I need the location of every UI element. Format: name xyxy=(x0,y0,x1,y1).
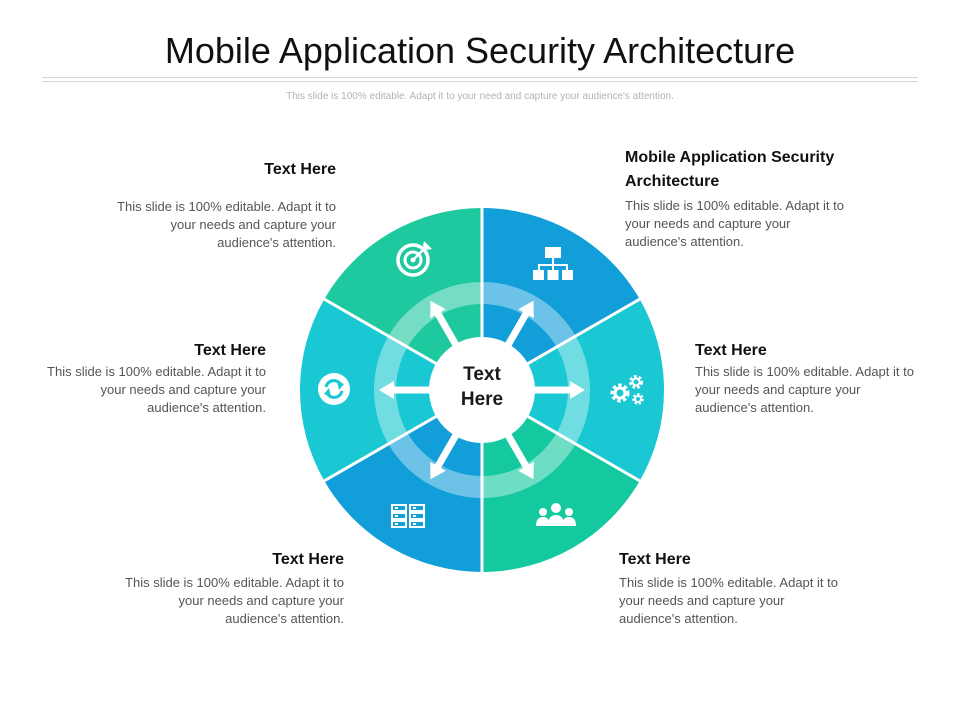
text-block-body: This slide is 100% editable. Adapt it to… xyxy=(625,198,844,249)
center-label: Text Here xyxy=(444,362,520,412)
wheel-segments xyxy=(300,208,664,573)
target-icon xyxy=(396,241,432,277)
text-block-top-right: Mobile Application Security Architecture… xyxy=(625,146,853,251)
text-block-heading: Text Here xyxy=(619,551,691,568)
spoke-arrow xyxy=(379,381,442,399)
wheel-segment xyxy=(482,208,640,390)
spoke-arrow xyxy=(522,381,585,399)
center-label-line1: Text xyxy=(463,364,501,385)
gears-icon xyxy=(610,375,644,405)
page-subtitle: This slide is 100% editable. Adapt it to… xyxy=(286,91,674,102)
text-block-body: This slide is 100% editable. Adapt it to… xyxy=(695,364,914,415)
text-block-body: This slide is 100% editable. Adapt it to… xyxy=(619,575,838,626)
text-block-heading: Text Here xyxy=(695,342,767,359)
text-block-heading: Mobile Application Security Architecture xyxy=(625,149,835,190)
text-block-heading: Text Here xyxy=(194,342,266,359)
servers-icon xyxy=(391,504,425,528)
team-icon xyxy=(536,503,576,526)
text-block-heading: Text Here xyxy=(264,161,336,178)
text-block-mid-left: Text Here This slide is 100% editable. A… xyxy=(36,339,266,417)
text-block-bottom-left: Text Here This slide is 100% editable. A… xyxy=(114,548,344,628)
text-block-heading: Text Here xyxy=(272,551,344,568)
text-block-body: This slide is 100% editable. Adapt it to… xyxy=(47,364,266,415)
hierarchy-icon xyxy=(533,247,573,280)
refresh-icon xyxy=(318,373,350,405)
page-title: Mobile Application Security Architecture xyxy=(164,30,796,71)
text-block-body: This slide is 100% editable. Adapt it to… xyxy=(117,199,336,250)
title-divider xyxy=(42,77,918,82)
center-circle xyxy=(429,337,535,443)
wheel-segment xyxy=(324,208,482,390)
center-label-line2: Here xyxy=(460,389,504,410)
wheel-segment xyxy=(482,390,640,572)
text-block-body: This slide is 100% editable. Adapt it to… xyxy=(125,575,344,626)
text-block-top-left: Text Here This slide is 100% editable. A… xyxy=(106,158,336,252)
text-block-bottom-right: Text Here This slide is 100% editable. A… xyxy=(619,548,847,628)
text-block-mid-right: Text Here This slide is 100% editable. A… xyxy=(695,339,923,417)
wheel-segment xyxy=(324,390,482,573)
